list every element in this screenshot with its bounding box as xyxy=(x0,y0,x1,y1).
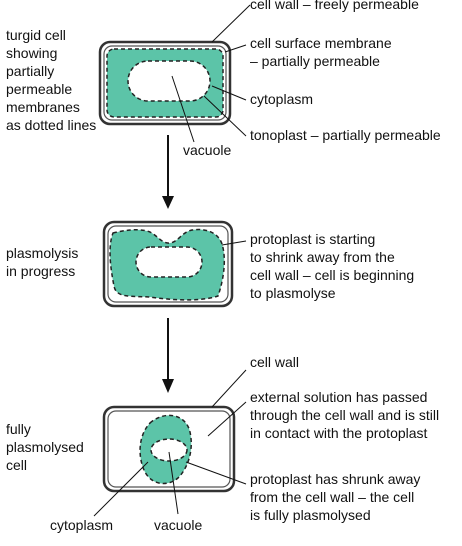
label-protoplast-shrunk: protoplast has shrunk away from the cell… xyxy=(250,471,424,523)
plasmolysed-cell xyxy=(102,405,236,493)
label-cytoplasm-1: cytoplasm xyxy=(250,91,313,107)
arrow-2-head xyxy=(162,379,174,393)
leader-external-solution xyxy=(207,401,247,437)
leader-protoplast-2 xyxy=(221,240,247,246)
label-cell-surface-membrane: cell surface membrane – partially permea… xyxy=(250,35,396,69)
turgid-cell xyxy=(98,40,232,126)
label-cell-wall-3: cell wall xyxy=(250,354,299,370)
label-cell-wall-permeable: cell wall – freely permeable xyxy=(250,0,419,12)
vacuole xyxy=(150,438,188,462)
leader-membrane xyxy=(224,44,247,53)
label-vacuole-3: vacuole xyxy=(154,517,202,533)
leader-tonoplast xyxy=(203,95,247,137)
label-vacuole-1: vacuole xyxy=(183,142,231,158)
cell-wall-inner xyxy=(103,45,227,121)
leader-cytoplasm-1 xyxy=(211,85,247,101)
label-protoplast-shrinking: protoplast is starting to shrink away fr… xyxy=(250,231,418,301)
arrow-1-head xyxy=(162,196,174,209)
vacuole xyxy=(127,60,211,102)
stage3-side-label: fully plasmolysed cell xyxy=(6,421,88,473)
label-external-solution: external solution has passed through the… xyxy=(250,389,443,441)
leader-cytoplasm-3 xyxy=(93,461,149,517)
cell-wall-inner xyxy=(107,225,229,303)
leader-protoplast-3 xyxy=(185,461,247,485)
label-cytoplasm-3: cytoplasm xyxy=(50,517,113,533)
leader-cell-wall-3 xyxy=(211,369,247,408)
leader-cell-wall-1 xyxy=(211,4,251,43)
vacuole xyxy=(135,246,203,278)
leader-vacuole-3 xyxy=(168,451,179,515)
stage1-side-label: turgid cell showing partially permeable … xyxy=(6,27,96,133)
label-tonoplast: tonoplast – partially permeable xyxy=(250,127,441,143)
leader-vacuole-1 xyxy=(171,75,195,143)
stage2-side-label: plasmolysis in progress xyxy=(6,245,82,279)
cell-wall-inner xyxy=(107,410,231,488)
plasmolysing-cell xyxy=(102,220,234,308)
